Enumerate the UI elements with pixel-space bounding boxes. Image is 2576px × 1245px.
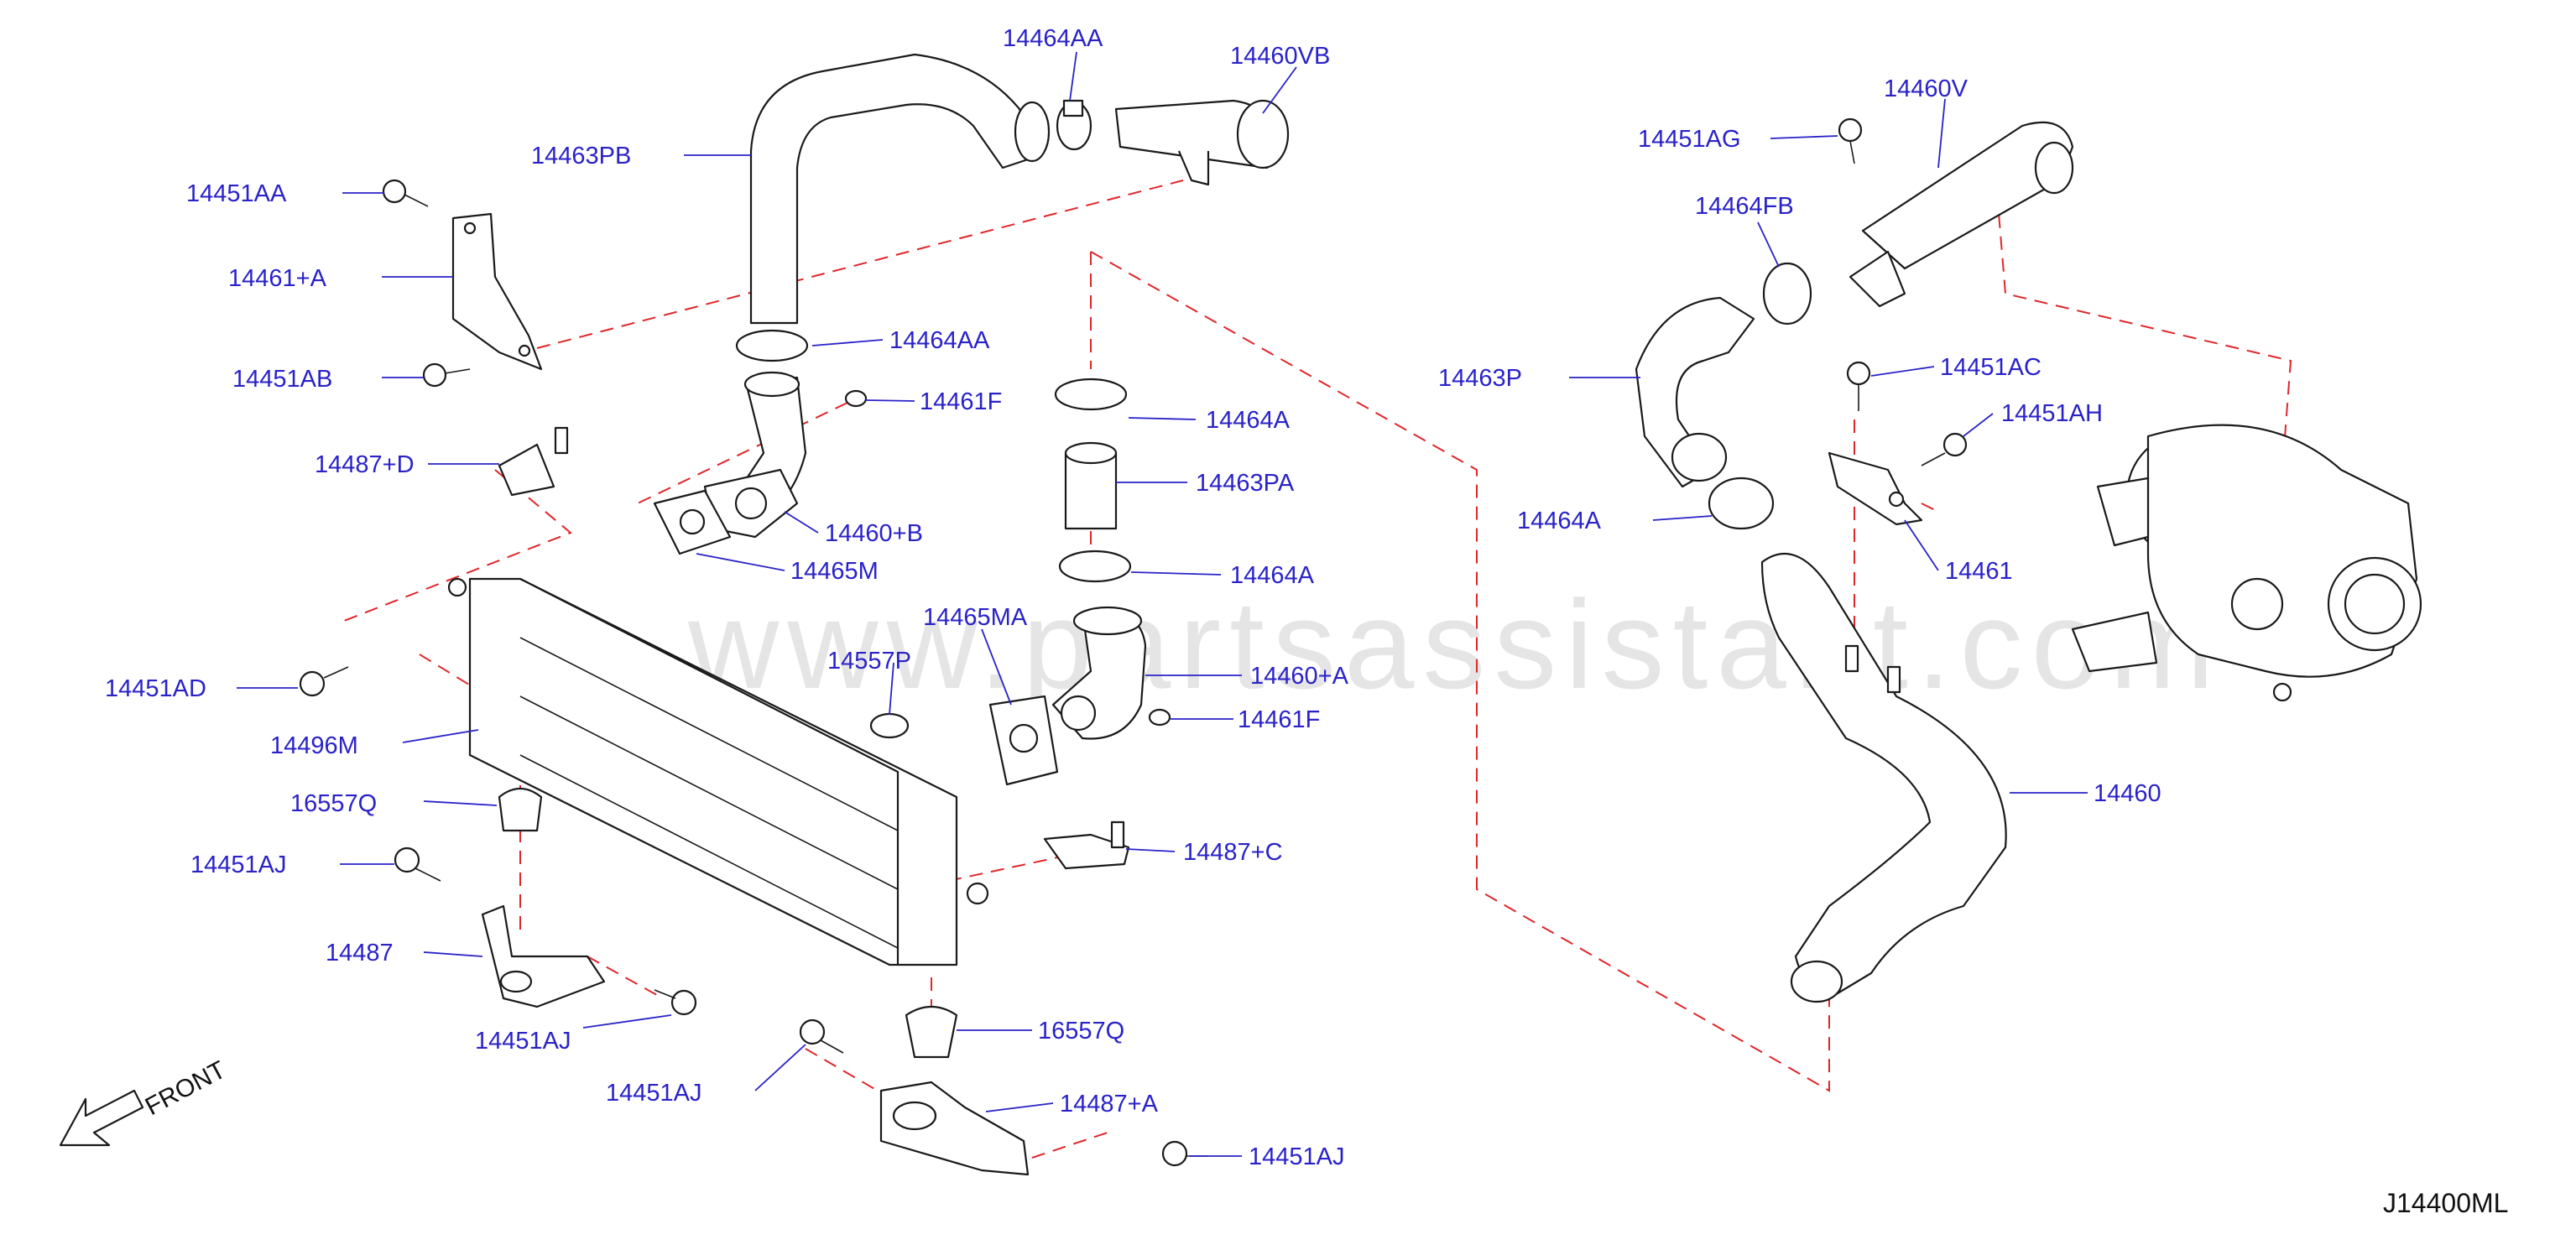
part-bolt-14451AJ-bracket bbox=[654, 989, 697, 1016]
part-label: 14557P bbox=[827, 648, 911, 675]
part-elbow-14460B bbox=[703, 371, 807, 539]
part-label: 14461 bbox=[1945, 558, 2013, 585]
part-mount-16557Q-right bbox=[905, 1006, 958, 1059]
part-bolt-14451AG bbox=[1838, 117, 1863, 164]
part-label: 14464AA bbox=[1003, 25, 1103, 52]
part-bolt-14451AJ-left bbox=[394, 846, 441, 882]
part-hose-14463P bbox=[1635, 296, 1755, 488]
part-bracket-14461A bbox=[451, 212, 543, 371]
part-clamp-14464AA-top bbox=[1056, 99, 1092, 151]
part-label: 14465M bbox=[790, 558, 879, 585]
part-label: 14451AB bbox=[232, 366, 332, 393]
part-clamp-14464A-upper bbox=[1054, 378, 1128, 411]
part-label: 14451AC bbox=[1940, 354, 2042, 381]
part-clamp-14464FB bbox=[1762, 262, 1812, 326]
part-bolt-14451AB bbox=[422, 362, 471, 388]
front-arrow-icon bbox=[59, 1089, 144, 1147]
part-bracket-14487C bbox=[1043, 820, 1130, 870]
part-label: 14451AA bbox=[186, 180, 287, 207]
part-clamp-14464AA-mid bbox=[735, 329, 809, 362]
part-clamp-14464A-lower bbox=[1058, 550, 1132, 583]
part-nut-14461F-lower bbox=[1148, 708, 1171, 727]
part-gasket-14465M bbox=[653, 489, 732, 555]
part-label: 14451AJ bbox=[1249, 1143, 1345, 1170]
part-label: 14460+A bbox=[1250, 663, 1349, 690]
part-label: 14460 bbox=[2094, 780, 2161, 807]
part-bolt-14451AH bbox=[1921, 432, 1968, 466]
part-label: 14451AG bbox=[1638, 126, 1741, 153]
part-bolt-14451AC bbox=[1846, 361, 1871, 411]
part-labels: 14464AA 14460VB 14463PB 14451AA 14461+A … bbox=[105, 25, 2161, 1170]
part-label: 14487+A bbox=[1060, 1091, 1159, 1117]
part-intercooler-14496M bbox=[447, 577, 989, 966]
part-hose-14463PA bbox=[1064, 441, 1118, 530]
part-pipe-14460V bbox=[1849, 121, 2074, 308]
part-pipe-14460VB bbox=[1114, 99, 1290, 186]
part-label: 14460+B bbox=[825, 520, 923, 547]
part-bracket-14487 bbox=[481, 904, 606, 1008]
part-label: 14461F bbox=[1238, 706, 1320, 733]
diagram-code: J14400ML bbox=[2383, 1188, 2508, 1218]
part-label: 14464AA bbox=[889, 327, 990, 354]
part-label: 14464A bbox=[1206, 407, 1291, 434]
part-label: 14451AH bbox=[2001, 400, 2103, 427]
part-label: 14487 bbox=[326, 940, 394, 966]
part-label: 14451AJ bbox=[475, 1028, 571, 1055]
watermark: www.partsassistant.com bbox=[687, 574, 2223, 715]
part-label: 14451AJ bbox=[190, 852, 287, 878]
part-bolt-14451AJ-lower-right bbox=[1161, 1140, 1208, 1167]
part-label: 14464A bbox=[1230, 562, 1315, 589]
part-bolt-14451AJ-center bbox=[799, 1018, 844, 1054]
part-bracket-14487D bbox=[498, 426, 569, 497]
part-label: 14464A bbox=[1517, 508, 1602, 534]
part-label: 14465MA bbox=[923, 604, 1028, 631]
part-bracket-14487A bbox=[879, 1081, 1030, 1176]
part-pipe-14460 bbox=[1760, 552, 2007, 1003]
part-bolt-14451AA bbox=[382, 179, 429, 207]
part-label: 14451AJ bbox=[606, 1080, 702, 1107]
leader-lines bbox=[237, 51, 2088, 1157]
part-label: 14463PB bbox=[531, 143, 631, 169]
part-nut-14461F-top bbox=[844, 389, 868, 408]
part-label: 14460VB bbox=[1230, 43, 1330, 70]
part-bolt-14451AD bbox=[299, 666, 349, 697]
part-label: 14496M bbox=[270, 732, 358, 759]
part-label: 14463P bbox=[1438, 365, 1522, 392]
part-mount-16557Q-left bbox=[498, 787, 543, 832]
part-label: 14451AD bbox=[105, 675, 206, 702]
part-gasket-14465MA bbox=[988, 695, 1059, 786]
part-label: 14487+D bbox=[315, 451, 415, 478]
part-label: 14464FB bbox=[1695, 193, 1794, 220]
part-clamp-14464A-right bbox=[1708, 477, 1775, 530]
part-label: 14487+C bbox=[1183, 839, 1283, 866]
part-elbow-14460A bbox=[1051, 606, 1147, 740]
part-pipe-14463PB bbox=[749, 53, 1051, 325]
front-label: FRONT bbox=[141, 1056, 231, 1122]
part-label: 14461+A bbox=[228, 265, 327, 292]
part-label: 14460V bbox=[1884, 76, 1969, 102]
part-label: 16557Q bbox=[1038, 1018, 1124, 1044]
part-grommet-14557P bbox=[869, 712, 910, 739]
part-turbocharger bbox=[2071, 424, 2422, 702]
part-bracket-14461 bbox=[1828, 451, 1923, 526]
part-label: 16557Q bbox=[290, 790, 377, 817]
part-label: 14463PA bbox=[1196, 470, 1295, 497]
part-label: 14461F bbox=[920, 388, 1002, 415]
